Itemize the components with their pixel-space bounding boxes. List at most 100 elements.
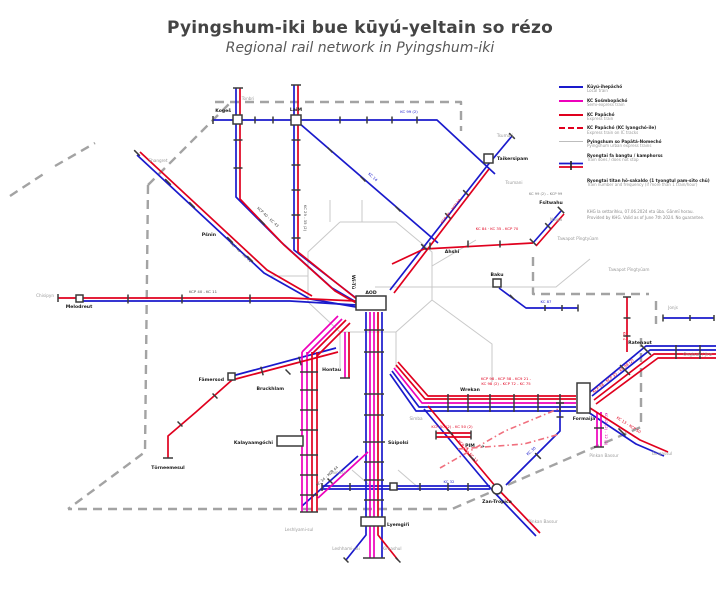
map-label: Kogeš bbox=[215, 107, 231, 114]
map-label: KC 14 bbox=[367, 171, 379, 182]
urban-lines-layer bbox=[270, 200, 591, 490]
legend-footnote-0: KHG la settarihku, 07.06.2024 eta ūba. G… bbox=[587, 209, 694, 215]
rail-line-red bbox=[239, 88, 359, 305]
map-label: Simba bbox=[409, 416, 423, 421]
map-label: KC 98 (2) - KCP 72 - KC 75 bbox=[481, 381, 531, 386]
rail-line-magenta bbox=[306, 318, 343, 355]
rail-line-blue bbox=[587, 411, 665, 457]
map-label: PIM bbox=[465, 443, 475, 449]
map-label: Tawapot Pīngtyūam bbox=[556, 236, 598, 241]
rail-line-blue bbox=[345, 312, 367, 561]
rail-line-blue bbox=[293, 85, 357, 299]
rail-line-red bbox=[58, 297, 357, 302]
rail-line-blue bbox=[498, 287, 578, 309]
map-label: Lyemgiři bbox=[387, 521, 410, 528]
rail-line-magenta bbox=[317, 451, 369, 499]
map-label: Wī-Tū bbox=[350, 275, 356, 289]
map-label: Sainitsu bbox=[330, 470, 347, 475]
rail-line-red bbox=[139, 151, 313, 297]
legend-row-1-swatch bbox=[559, 98, 583, 102]
rail-line-red bbox=[316, 322, 351, 357]
map-label: Tawapot Pīngtyūam bbox=[607, 267, 649, 272]
legend-row-0-name: Kūyú-ihepāchó bbox=[587, 84, 623, 89]
map-label: KC 99 (2) bbox=[400, 109, 418, 114]
rail-line-blue bbox=[213, 119, 496, 175]
legend-row-0-swatch bbox=[559, 84, 583, 88]
map-label: KC 84 · KC 35 - KCP 70 bbox=[476, 226, 519, 231]
rail-line-magenta bbox=[301, 315, 339, 353]
map-label: Naiga bbox=[550, 217, 563, 222]
map-label: Kimashul bbox=[382, 546, 401, 551]
legend-row-stop-desc: Train does / does not stop bbox=[587, 157, 639, 163]
station-marker bbox=[491, 483, 503, 495]
map-label: Zan-Tropica bbox=[482, 499, 512, 505]
rail-line-blue bbox=[298, 122, 439, 244]
map-label: Pinkan Bassur bbox=[528, 519, 558, 524]
map-label: KCP 98 - KCP 58 - KC9 21 - bbox=[481, 376, 532, 381]
map-label: Taikersipam bbox=[497, 156, 528, 162]
map-label: KCP 40 - KC 43 bbox=[256, 206, 280, 229]
legend-row-3-name: KC Papāchó (KC lyangchó-ile) bbox=[587, 125, 657, 131]
rail-line-red bbox=[535, 213, 565, 247]
legend-row-2-swatch bbox=[559, 112, 583, 116]
map-label: Bruckhlam bbox=[256, 386, 284, 392]
station-marker bbox=[232, 114, 243, 125]
rail-line-red bbox=[397, 361, 576, 397]
map-label: Wrekan bbox=[460, 387, 480, 393]
map-label: Leshhami-sai bbox=[332, 546, 360, 551]
legend-row-4-name: Pyingshum so Papātá-Nomechó bbox=[587, 139, 662, 145]
map-label: Tōrneemesul bbox=[151, 465, 185, 471]
stop-sample-icon bbox=[559, 161, 583, 171]
legend-row-stop-swatch bbox=[559, 153, 583, 174]
map-label: AOD bbox=[365, 290, 376, 296]
legend-row-2-name: KC Papāchó bbox=[587, 111, 615, 117]
map-label: KC 12 (2) - 12 (2) bbox=[604, 413, 609, 446]
rail-line-blue bbox=[505, 403, 561, 486]
map-label: KC 13 - KCP 50 bbox=[616, 415, 643, 435]
map-label: Ōnglauk / Jinz bbox=[683, 352, 713, 357]
rail-line-red bbox=[395, 364, 576, 400]
rail-line-red bbox=[593, 353, 716, 401]
rail-line-blue bbox=[391, 370, 576, 408]
page-subtitle: Regional rail network in Pyingshum-iki bbox=[225, 40, 495, 56]
station-marker bbox=[492, 278, 502, 288]
map-label: Pśnin bbox=[202, 231, 216, 238]
rail-line-red bbox=[297, 85, 359, 301]
rail-line-magenta bbox=[393, 367, 576, 404]
map-label: Hontau bbox=[322, 367, 341, 373]
legend-row-2-desc: Express train bbox=[587, 115, 614, 121]
legend-footnote-1: Provided by KHG. Valid as of June 7th 20… bbox=[587, 215, 705, 221]
map-label: KCP 50 (2) - KC 50 (2) bbox=[431, 424, 473, 429]
dashed-lines-layer bbox=[439, 408, 561, 469]
map-label: Fāmersod bbox=[199, 377, 224, 383]
station-marker bbox=[75, 294, 84, 303]
map-label: Sùipolsi bbox=[388, 439, 409, 446]
station-marker bbox=[389, 482, 398, 491]
station-marker bbox=[483, 153, 494, 164]
map-label: KC 32 bbox=[444, 479, 456, 484]
legend-row-3-desc: Express train on IC tracks bbox=[587, 129, 639, 135]
map-label: Jonjs bbox=[667, 305, 678, 310]
map-label: KC 87 bbox=[541, 299, 553, 304]
map-label: KC 4 bbox=[622, 332, 627, 341]
legend-row-number-name: Ryongtai titan hō-sakaldo (1 tyongtul pa… bbox=[587, 178, 710, 184]
legend-row-number-desc: Train number and frequency (if more than… bbox=[587, 182, 698, 188]
map-label: KCP 98 - KCP 35 - KC 98 (2) bbox=[591, 357, 635, 394]
legend-row-1-name: KC Sośmbopāchó bbox=[587, 97, 628, 103]
title-block: Pyingshum-iki bue kūyú-yeltain so rézo R… bbox=[0, 18, 720, 56]
rail-line-blue bbox=[591, 349, 716, 397]
map-label: Ahshi bbox=[445, 249, 460, 255]
rail-line-blue bbox=[389, 373, 576, 412]
rail-line-blue bbox=[231, 347, 337, 377]
map-label: ✈ bbox=[481, 444, 485, 450]
map-label: Fsītwahu bbox=[539, 200, 563, 206]
map-label: KCP 40 - KC 11 bbox=[189, 289, 218, 294]
map-label: Leshlyami-sul bbox=[285, 527, 314, 532]
rail-line-red bbox=[377, 312, 399, 561]
